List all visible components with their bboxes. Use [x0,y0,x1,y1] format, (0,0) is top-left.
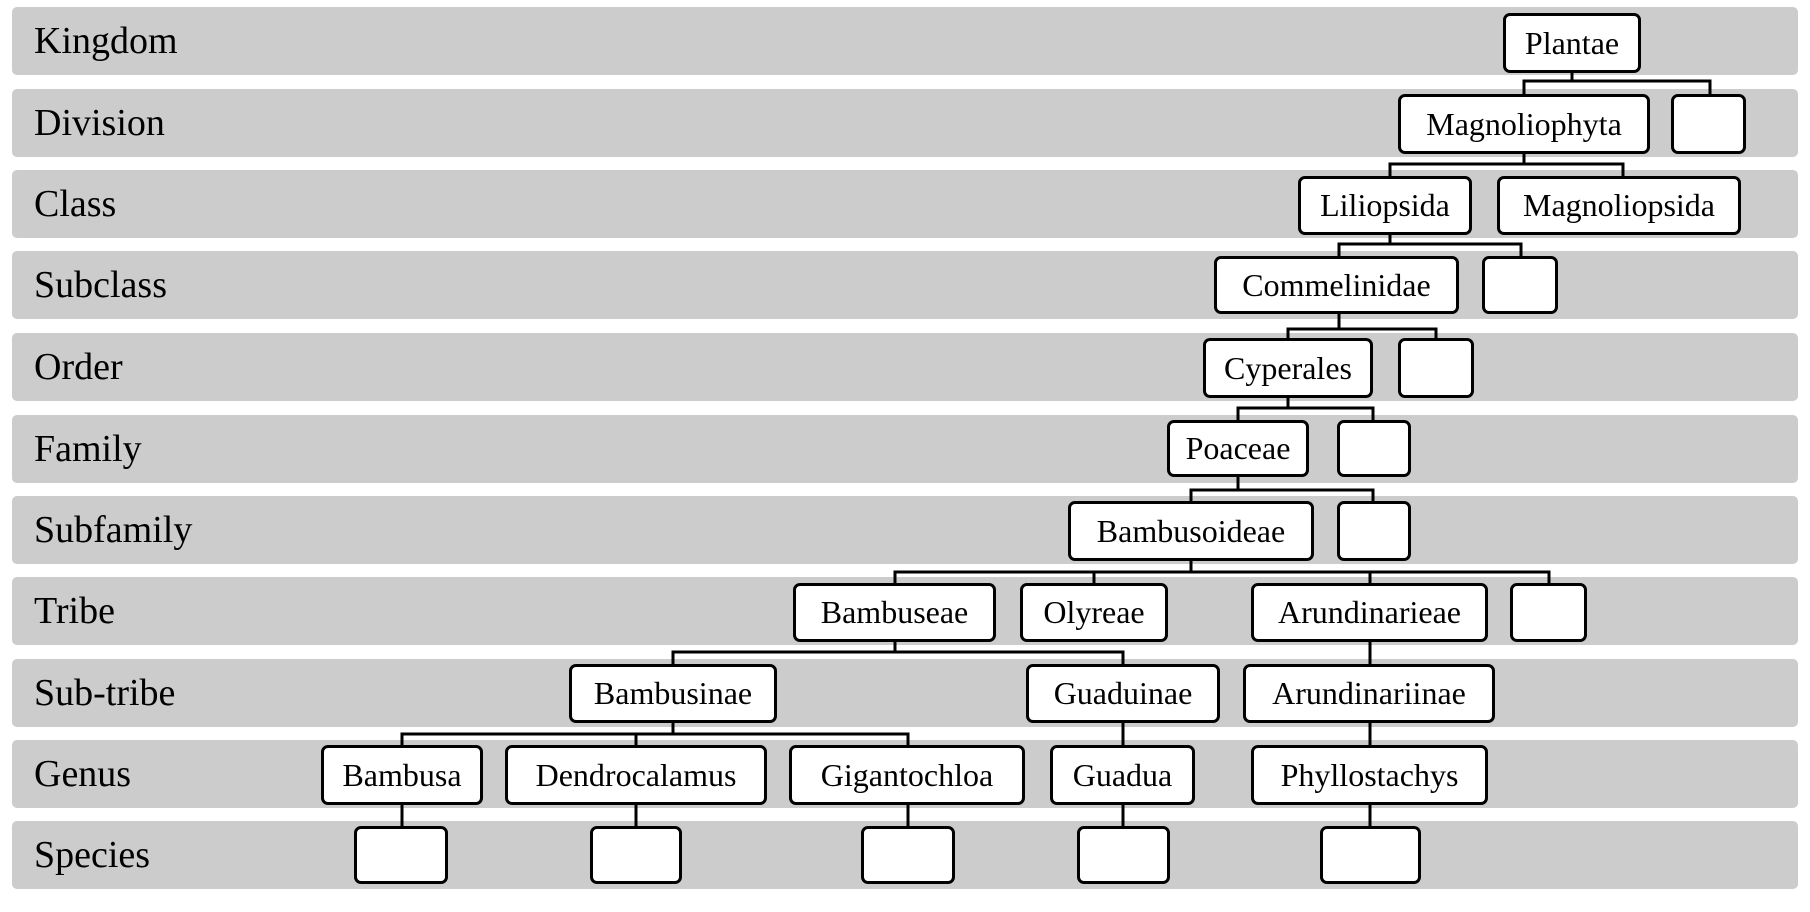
rank-label-family: Family [34,428,142,470]
node-empty-species-dendrocalamus [590,826,682,884]
node-bambusa: Bambusa [321,745,483,805]
node-commelinidae: Commelinidae [1214,256,1459,314]
node-bambusoideae: Bambusoideae [1068,501,1314,561]
node-magnoliopsida: Magnoliopsida [1497,176,1741,235]
node-empty-subclass [1482,256,1558,314]
node-empty-tribe [1510,583,1587,642]
band-kingdom: Kingdom [12,7,1798,75]
rank-label-subfamily: Subfamily [34,509,193,551]
node-bambuseae: Bambuseae [793,583,996,642]
node-magnoliophyta: Magnoliophyta [1398,94,1650,154]
node-arundinariinae: Arundinariinae [1243,664,1495,723]
node-guadua: Guadua [1050,745,1195,805]
band-subfamily: Subfamily [12,496,1798,564]
rank-label-order: Order [34,346,123,388]
rank-label-kingdom: Kingdom [34,20,178,62]
rank-label-division: Division [34,102,165,144]
node-liliopsida: Liliopsida [1298,176,1472,235]
node-empty-order [1398,338,1474,398]
rank-label-sub-tribe: Sub-tribe [34,672,176,714]
node-poaceae: Poaceae [1167,420,1309,477]
node-empty-species-gigantochloa [861,826,955,884]
node-empty-species-guadua [1077,826,1170,884]
node-empty-division [1671,94,1746,154]
band-order: Order [12,333,1798,401]
band-sub-tribe: Sub-tribe [12,659,1798,727]
rank-label-class: Class [34,183,117,225]
node-empty-species-phyllostachys [1320,826,1421,884]
node-dendrocalamus: Dendrocalamus [505,745,767,805]
node-olyreae: Olyreae [1020,583,1168,642]
node-empty-species-bambusa [354,826,448,884]
node-empty-subfamily [1337,501,1411,561]
band-family: Family [12,415,1798,483]
rank-label-tribe: Tribe [34,590,115,632]
node-gigantochloa: Gigantochloa [789,745,1025,805]
node-cyperales: Cyperales [1203,338,1373,398]
node-bambusinae: Bambusinae [569,664,777,723]
rank-label-subclass: Subclass [34,264,167,306]
rank-label-genus: Genus [34,753,132,795]
node-guaduinae: Guaduinae [1026,664,1220,723]
node-empty-family [1337,420,1411,477]
node-phyllostachys: Phyllostachys [1251,745,1488,805]
node-plantae: Plantae [1503,13,1641,73]
rank-label-species: Species [34,834,151,876]
node-arundinarieae: Arundinarieae [1251,583,1488,642]
